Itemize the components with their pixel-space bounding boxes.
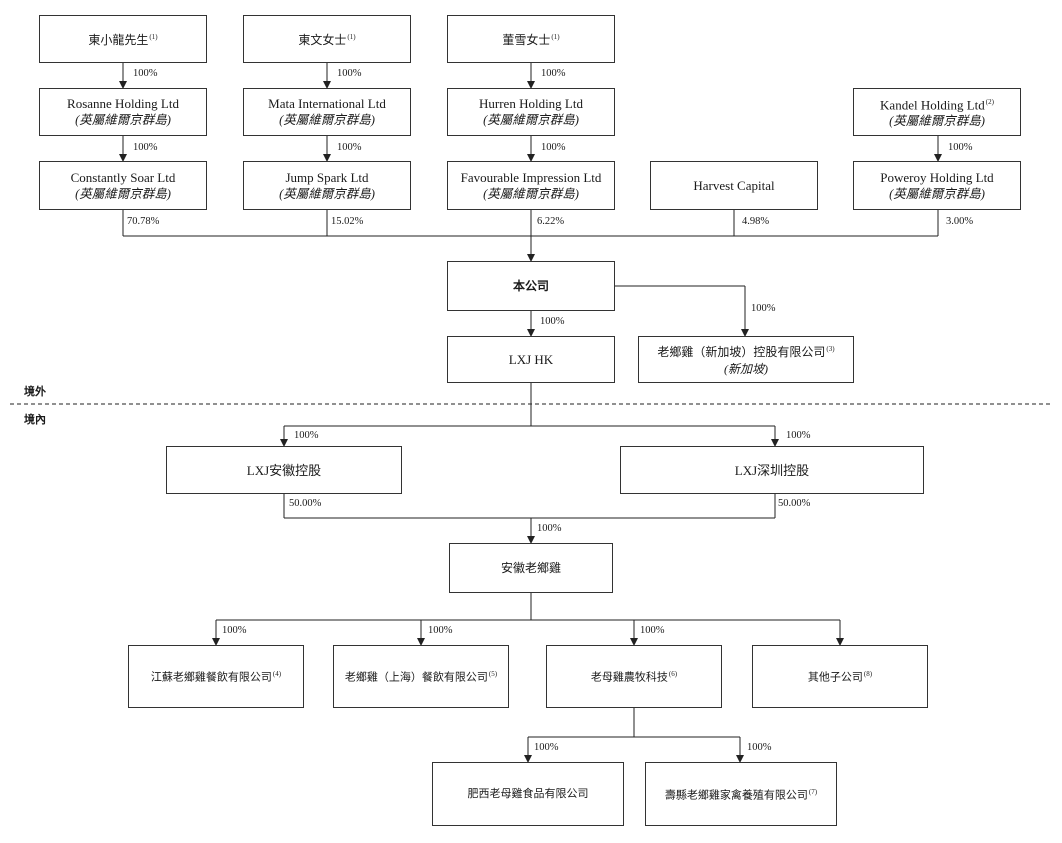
entity-name: 安徽老鄉雞 <box>500 560 561 575</box>
pct-shouxian: 100% <box>747 742 772 753</box>
entity-name: Rosanne Holding Ltd <box>67 96 179 111</box>
entity-name: Kandel Holding Ltd <box>880 97 985 113</box>
pct-feixi: 100% <box>534 742 559 753</box>
jurisdiction-label: (英屬維爾京群島) <box>889 114 985 129</box>
jurisdiction-label: (英屬維爾京群島) <box>483 186 579 201</box>
box-rosanne: Rosanne Holding Ltd (英屬維爾京群島) <box>39 88 207 136</box>
box-favourable-impression: Favourable Impression Ltd (英屬維爾京群島) <box>447 161 615 210</box>
jurisdiction-label: (英屬維爾京群島) <box>279 186 375 201</box>
box-lxj-anhui-holding: LXJ安徽控股 <box>166 446 402 494</box>
entity-name: Poweroy Holding Ltd <box>880 169 994 185</box>
jurisdiction-label: (英屬維爾京群島) <box>483 113 579 127</box>
box-shouxian: 壽縣老鄉雞家禽養殖有限公司(7) <box>645 762 837 826</box>
entity-name: LXJ安徽控股 <box>246 462 322 478</box>
box-hurren: Hurren Holding Ltd (英屬維爾京群島) <box>447 88 615 136</box>
pct-anhui-50: 50.00% <box>289 498 322 509</box>
box-mata: Mata International Ltd (英屬維爾京群島) <box>243 88 411 136</box>
footnote-ref: (4) <box>272 670 282 679</box>
pct-shenzhen-holding: 100% <box>786 430 811 441</box>
box-jump-spark: Jump Spark Ltd (英屬維爾京群島) <box>243 161 411 210</box>
entity-name: Constantly Soar Ltd <box>70 169 176 185</box>
pct-ms-shu: 100% <box>337 68 362 79</box>
box-company: 本公司 <box>447 261 615 311</box>
entity-name: 老鄉雞（上海）餐飲有限公司 <box>344 671 488 684</box>
entity-name: Harvest Capital <box>693 178 775 193</box>
footnote-ref: (3) <box>826 345 835 353</box>
jurisdiction-label: (英屬維爾京群島) <box>279 113 375 127</box>
box-constantly-soar: Constantly Soar Ltd (英屬維爾京群島) <box>39 161 207 210</box>
entity-name: 本公司 <box>512 278 549 293</box>
footnote-ref: (1) <box>551 33 560 41</box>
box-other-subsidiaries: 其他子公司(8) <box>752 645 928 708</box>
pct-shenzhen-50: 50.00% <box>778 498 811 509</box>
entity-name: 老鄉雞（新加坡）控股有限公司 <box>657 345 826 359</box>
entity-name: 肥西老母雞食品有限公司 <box>467 787 589 800</box>
box-lxj-shenzhen-holding: LXJ深圳控股 <box>620 446 924 494</box>
pct-anhui-lxj: 100% <box>537 523 562 534</box>
footnote-ref: (1) <box>149 33 158 41</box>
entity-name: 其他子公司 <box>807 671 863 684</box>
jurisdiction-label: (新加坡) <box>724 362 768 376</box>
box-shanghai-lxj: 老鄉雞（上海）餐飲有限公司(5) <box>333 645 509 708</box>
footnote-ref: (2) <box>985 97 994 106</box>
entity-name: Jump Spark Ltd <box>285 169 369 185</box>
pct-rosanne: 100% <box>133 142 158 153</box>
entity-name: 東文女士 <box>298 33 347 47</box>
box-lxj-hk: LXJ HK <box>447 336 615 383</box>
footnote-ref: (8) <box>863 670 873 679</box>
entity-name: 江蘇老鄉雞餐飲有限公司 <box>150 671 272 684</box>
pct-poweroy: 3.00% <box>946 216 974 227</box>
pct-constantly: 70.78% <box>127 216 160 227</box>
entity-name: 董雪女士 <box>502 33 551 47</box>
entity-name: 老母雞農牧科技 <box>590 671 668 684</box>
entity-name: Hurren Holding Ltd <box>479 96 583 111</box>
pct-kandel: 100% <box>948 142 973 153</box>
pct-laomuji: 100% <box>640 625 665 636</box>
pct-harvest: 4.98% <box>742 216 770 227</box>
footnote-ref: (7) <box>808 787 818 796</box>
pct-anhui-holding: 100% <box>294 430 319 441</box>
offshore-label: 境外 <box>24 385 46 398</box>
footnote-ref: (1) <box>347 33 356 41</box>
pct-shanghai: 100% <box>428 625 453 636</box>
jurisdiction-label: (英屬維爾京群島) <box>75 186 171 201</box>
jurisdiction-label: (英屬維爾京群島) <box>889 186 985 201</box>
pct-mr-shu: 100% <box>133 68 158 79</box>
entity-name: Mata International Ltd <box>268 96 386 111</box>
box-mr-shu: 東小龍先生(1) <box>39 15 207 63</box>
box-laomuji: 老母雞農牧科技(6) <box>546 645 722 708</box>
pct-favourable: 6.22% <box>537 216 565 227</box>
pct-ms-dong: 100% <box>541 68 566 79</box>
pct-jiangsu: 100% <box>222 625 247 636</box>
box-harvest-capital: Harvest Capital <box>650 161 818 210</box>
box-kandel: Kandel Holding Ltd(2) (英屬維爾京群島) <box>853 88 1021 136</box>
footnote-ref: (6) <box>668 670 678 679</box>
entity-name: 壽縣老鄉雞家禽養殖有限公司 <box>664 789 808 802</box>
pct-hurren: 100% <box>541 142 566 153</box>
box-lxj-singapore: 老鄉雞（新加坡）控股有限公司(3) (新加坡) <box>638 336 854 383</box>
jurisdiction-label: (英屬維爾京群島) <box>75 113 171 127</box>
box-poweroy: Poweroy Holding Ltd (英屬維爾京群島) <box>853 161 1021 210</box>
pct-lxj-sg: 100% <box>751 303 776 314</box>
box-anhui-lxj: 安徽老鄉雞 <box>449 543 613 593</box>
box-ms-dong: 董雪女士(1) <box>447 15 615 63</box>
box-ms-shu: 東文女士(1) <box>243 15 411 63</box>
pct-jump: 15.02% <box>331 216 364 227</box>
entity-name: LXJ深圳控股 <box>734 462 810 478</box>
footnote-ref: (5) <box>488 670 498 679</box>
entity-name: 東小龍先生 <box>88 33 149 47</box>
pct-lxj-hk: 100% <box>540 316 565 327</box>
box-jiangsu-lxj: 江蘇老鄉雞餐飲有限公司(4) <box>128 645 304 708</box>
box-feixi: 肥西老母雞食品有限公司 <box>432 762 624 826</box>
entity-name: LXJ HK <box>508 352 554 367</box>
entity-name: Favourable Impression Ltd <box>460 169 602 185</box>
onshore-label: 境內 <box>24 413 46 426</box>
pct-mata: 100% <box>337 142 362 153</box>
